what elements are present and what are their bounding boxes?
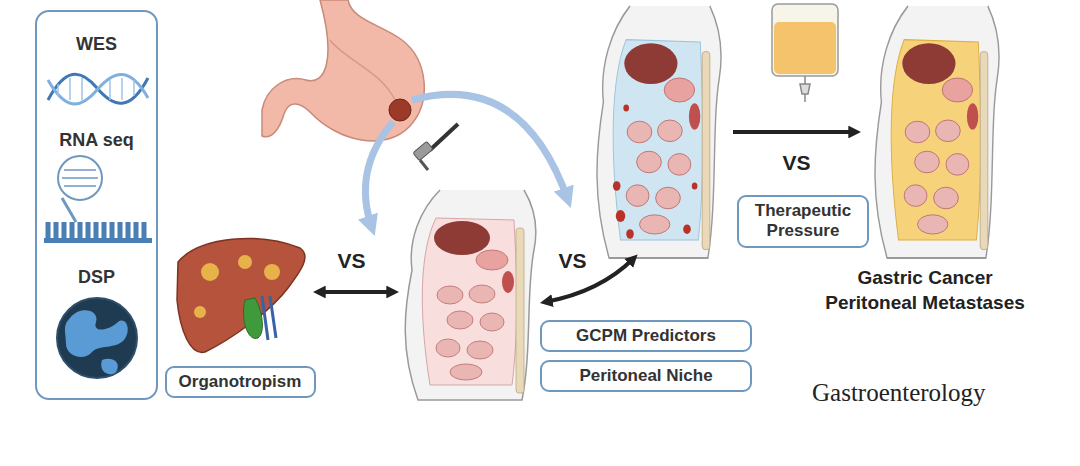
sequence-bars [48, 222, 144, 238]
bag-tube [800, 76, 810, 102]
liver-nodule [264, 264, 280, 280]
stomach-fold [330, 40, 395, 100]
topic-box: Organotropism [165, 366, 316, 398]
compare-arrow [318, 290, 394, 294]
dna-rungs [58, 78, 134, 100]
liver [177, 239, 305, 353]
body-outline [597, 6, 721, 258]
bag-outline [772, 4, 838, 76]
body-outline [405, 190, 536, 400]
liver-nodule [201, 263, 219, 281]
magnifier-lens [58, 156, 102, 200]
method-label: DSP [37, 267, 156, 288]
body-figure [405, 190, 536, 400]
dna-strand [48, 74, 148, 103]
topic-box: Peritoneal Niche [540, 360, 752, 392]
organs [902, 43, 988, 249]
journal-watermark: Gastroenterology [812, 378, 986, 408]
vs-label: VS [559, 248, 587, 273]
organs [624, 43, 710, 249]
metastasis-spots [613, 104, 698, 238]
dna-icon [48, 74, 148, 104]
method-label: WES [37, 34, 156, 55]
spread-arrow [365, 122, 393, 228]
art-circle [623, 104, 629, 111]
box-label: Organotropism [179, 372, 302, 392]
liver-outline [177, 239, 305, 353]
bag-fluid [774, 22, 836, 74]
art-circle [613, 181, 621, 191]
art-circle [683, 224, 691, 234]
tumor [389, 99, 411, 121]
condition-box: Therapeutic Pressure [737, 195, 869, 248]
magnifier-lines [62, 170, 98, 186]
magnifier-handle [62, 198, 76, 222]
compare-arrow [733, 130, 856, 134]
sequencing-icon [44, 156, 152, 243]
stomach-outline [262, 0, 424, 141]
sequence-base [44, 238, 152, 243]
vs-label: VS [783, 150, 811, 175]
topic-box: GCPM Predictors [540, 320, 752, 352]
tissue-region [65, 310, 128, 357]
tissue-region [101, 359, 118, 375]
vs-label: VS [338, 248, 366, 273]
stomach [262, 0, 424, 141]
infusion-bag [772, 4, 838, 102]
spread-arrow [412, 94, 568, 200]
endoscope-shaft [430, 124, 458, 150]
liver-nodule [238, 255, 252, 269]
body-figure [597, 6, 721, 258]
gallbladder [243, 298, 262, 338]
body-figure [875, 6, 999, 258]
method-panel: WES RNA seqDSP [35, 10, 158, 400]
spatial-icon [57, 298, 137, 378]
endoscope-head [413, 141, 433, 160]
dna-strand [48, 74, 148, 103]
organs [434, 221, 524, 393]
liver-nodule [194, 306, 206, 318]
box-label: Peritoneal Niche [554, 366, 738, 386]
compare-arrow [545, 258, 634, 302]
box-label: GCPM Predictors [554, 326, 738, 346]
box-label: Therapeutic Pressure [751, 201, 855, 242]
endoscope [413, 124, 458, 170]
art-circle [616, 210, 626, 222]
endoscope-tip [420, 160, 428, 170]
art-circle [626, 229, 634, 239]
art-circle [692, 182, 698, 189]
body-outline [875, 6, 999, 258]
method-label: RNA seq [37, 130, 156, 151]
tissue-disc [57, 298, 137, 378]
figure-title: Gastric Cancer Peritoneal Metastases [818, 266, 1032, 315]
liver-vessels [262, 296, 276, 340]
